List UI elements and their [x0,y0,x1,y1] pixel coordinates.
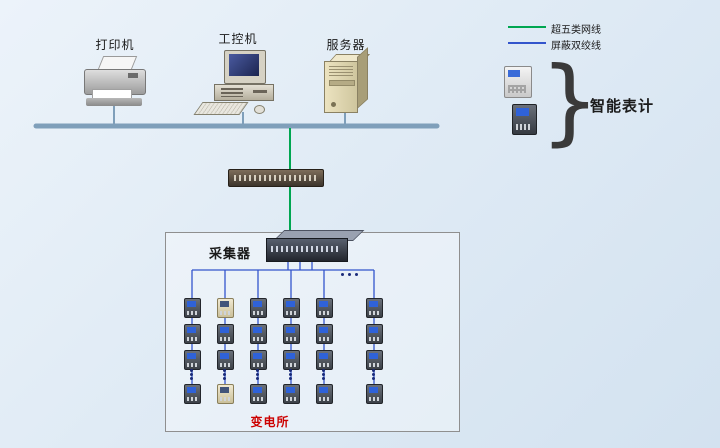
ellipsis-dot [289,377,292,380]
ellipsis-dot [190,377,193,380]
server-icon [324,47,372,113]
ellipsis-dot [372,369,375,372]
workstation-label: 工控机 [218,32,258,46]
substation-label: 变电所 [250,415,290,429]
ellipsis-dot [256,373,259,376]
computer-case [214,84,274,101]
meter-icon [184,384,201,404]
printer-base [86,98,142,106]
meter-icon [217,324,234,344]
meter-icon [250,324,267,344]
meter-icon [366,298,383,318]
meter-icon [283,384,300,404]
meter-icon [184,350,201,370]
meter-icon [217,350,234,370]
meter-icon [316,384,333,404]
ellipsis-dot [355,273,358,276]
server-vents [329,66,353,76]
ellipsis-dot [372,377,375,380]
meter-icon [316,298,333,318]
collector-ports [271,246,341,252]
server-power-button [331,102,336,107]
meter-icon [283,350,300,370]
meter-icon [283,324,300,344]
server-label: 服务器 [326,38,366,52]
switch-ports [234,175,318,181]
workstation-icon [193,50,280,115]
ellipsis-dot [223,373,226,376]
switch-icon [228,169,324,187]
ellipsis-dot [322,373,325,376]
mouse [254,105,265,114]
meter-icon [217,384,234,404]
meter-icon [366,384,383,404]
ellipsis-dot [348,273,351,276]
meter-icon [316,324,333,344]
legend-cat5-label: 超五类网线 [551,25,601,36]
meter-icon [316,350,333,370]
ellipsis-dot [256,369,259,372]
meter-icon [250,384,267,404]
ellipsis-dot [289,373,292,376]
meter-icon [184,324,201,344]
server-drive-slot [329,80,355,86]
legend-stp-label: 屏蔽双绞线 [551,41,601,52]
ellipsis-dot [256,377,259,380]
ellipsis-dot [341,273,344,276]
meter-icon [366,324,383,344]
meter-icon [184,298,201,318]
printer-label: 打印机 [95,38,135,52]
meter-icon [283,298,300,318]
smart-meter-icon-dark [512,104,537,135]
printer-icon [84,56,146,108]
ellipsis-dot [190,373,193,376]
monitor [224,50,266,84]
server-side-face [357,47,368,109]
case-drive-bay [253,90,267,93]
curly-brace-icon: } [540,47,600,156]
meter-icon [366,350,383,370]
ellipsis-dot [322,369,325,372]
smart-meters-label: 智能表计 [590,98,655,115]
ellipsis-dot [372,373,375,376]
collector-label: 采集器 [208,246,251,261]
printer-panel [128,73,138,78]
meter-icon [250,350,267,370]
monitor-screen [229,54,259,76]
ellipsis-dot [289,369,292,372]
meter-icon [250,298,267,318]
ellipsis-dot [223,369,226,372]
ellipsis-dot [223,377,226,380]
ellipsis-dot [190,369,193,372]
ellipsis-dot [322,377,325,380]
smart-meter-icon-light [504,66,532,98]
keyboard [193,102,249,115]
server-front-face [324,61,358,113]
meter-icon [217,298,234,318]
case-vents [221,88,243,97]
collector-icon [266,230,365,262]
